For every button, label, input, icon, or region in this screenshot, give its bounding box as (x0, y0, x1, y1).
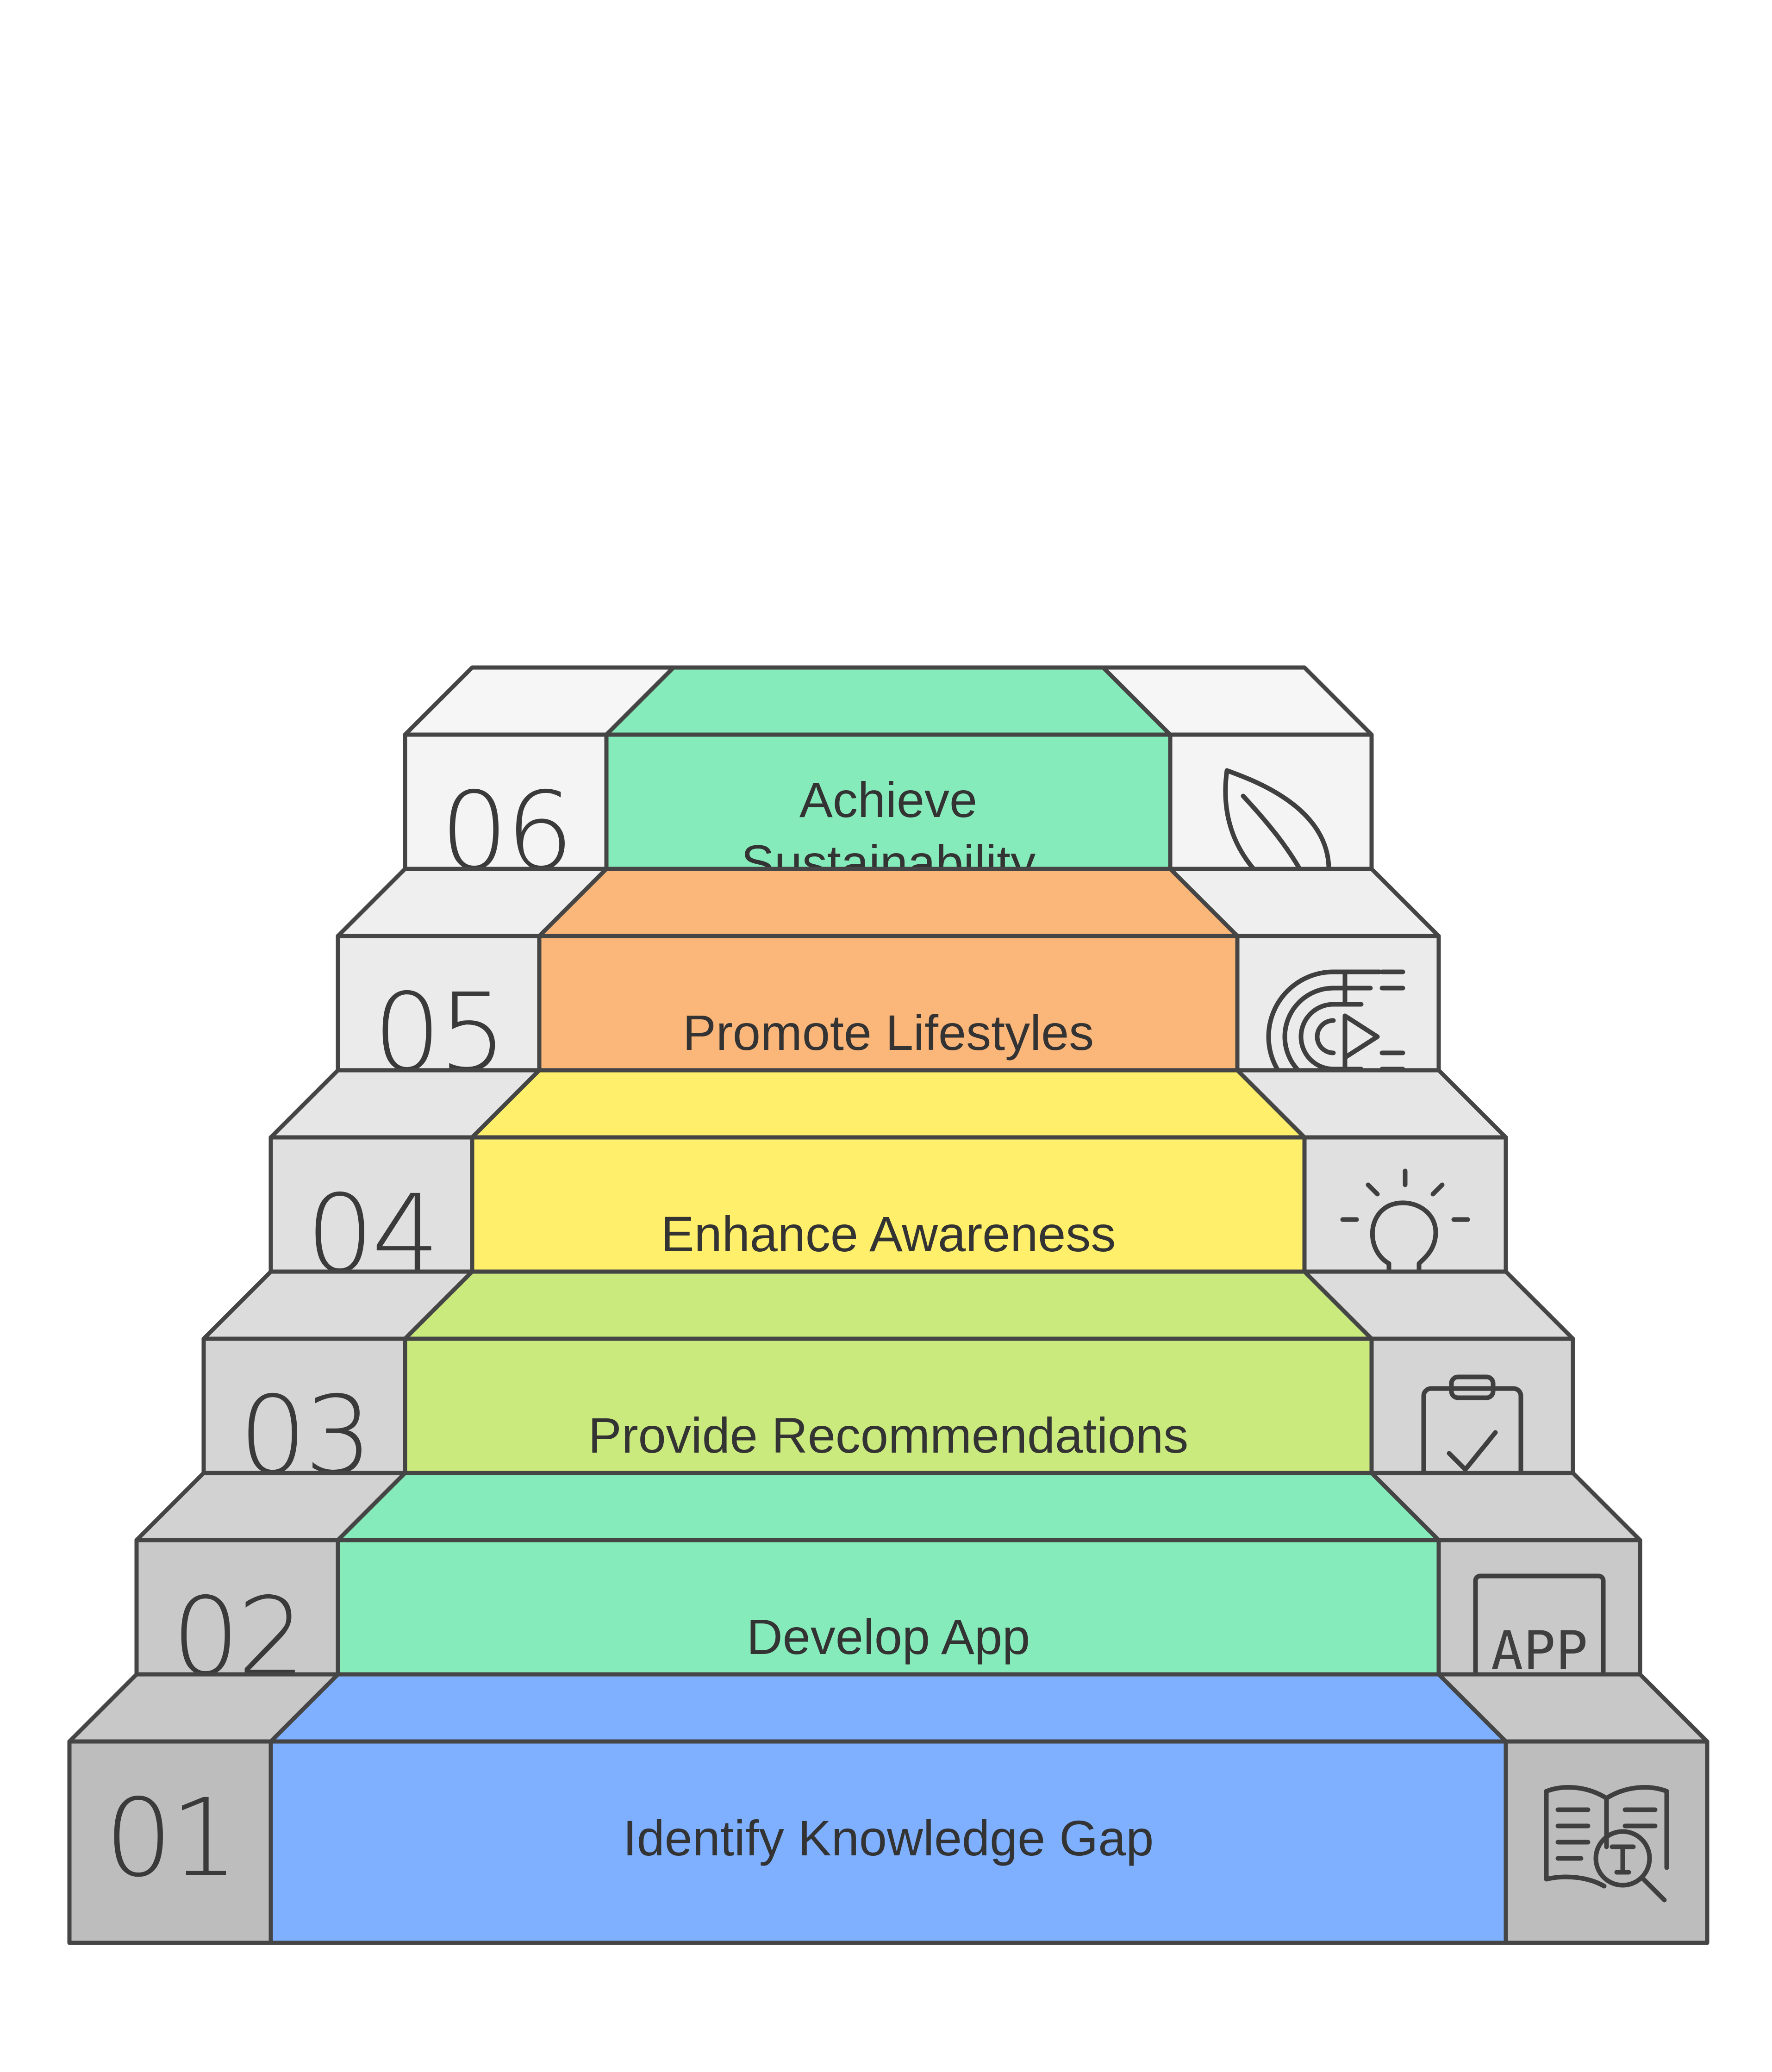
step-center-top (537, 867, 1240, 938)
app-icon-text: APP (1491, 1620, 1588, 1682)
step-center-top (403, 1269, 1374, 1341)
step-label: Provide Recommendations (588, 1407, 1189, 1463)
step-center-top (604, 665, 1173, 737)
lightbulb-icon (1340, 1168, 1470, 1282)
book-search-icon (1544, 1785, 1669, 1903)
step-01: 01 Identify Knowledge Gap (67, 1672, 1710, 1945)
step-label: Enhance Awareness (661, 1206, 1116, 1262)
step-center-front (268, 1739, 1508, 1945)
step-label: Promote Lifestyles (683, 1005, 1094, 1061)
step-center-top (470, 1068, 1307, 1140)
step-number: 01 (105, 1776, 236, 1901)
step-label: Develop App (747, 1609, 1030, 1665)
step-center-top (336, 1471, 1441, 1542)
step-center-top (268, 1672, 1508, 1744)
step-label: Identify Knowledge Gap (623, 1810, 1154, 1866)
step-label: Achieve (799, 772, 977, 828)
